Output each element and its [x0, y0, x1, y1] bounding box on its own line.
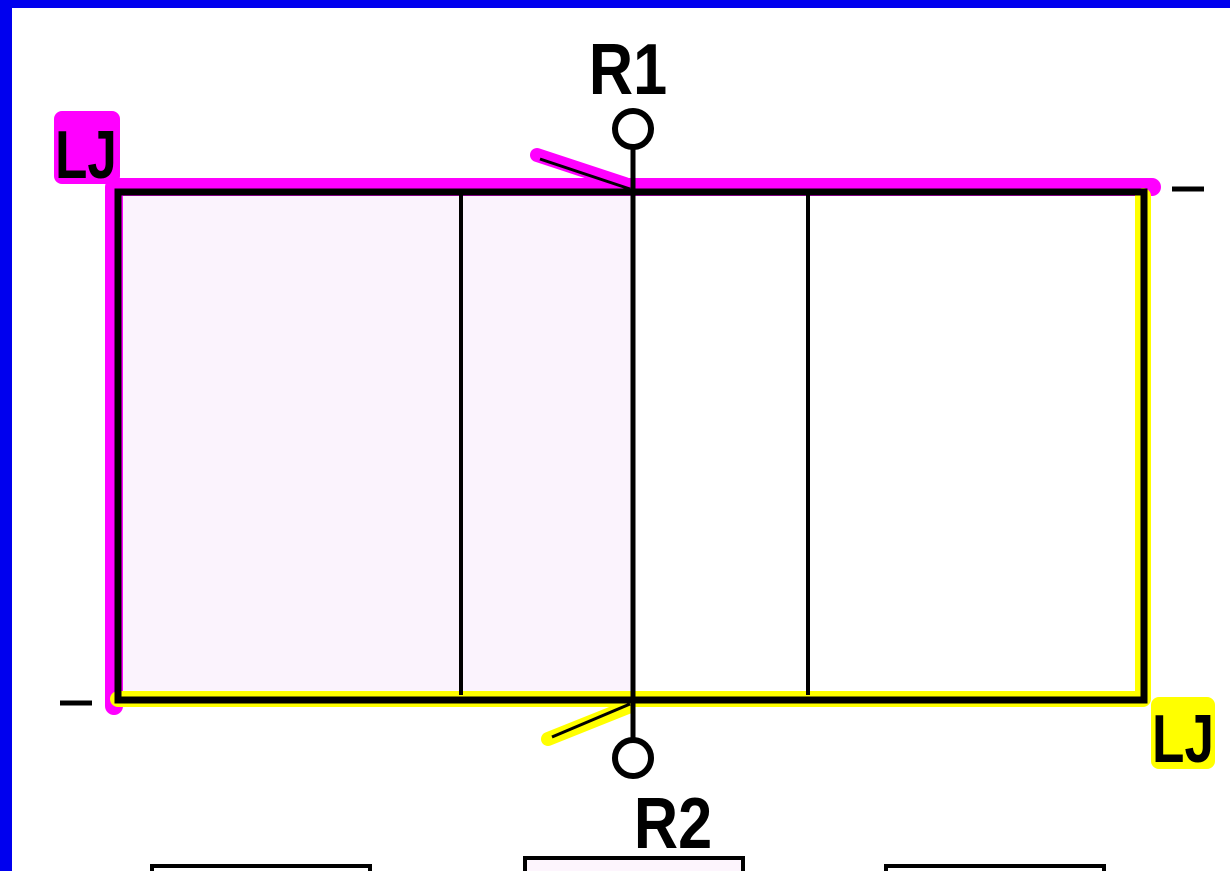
court-diagram: R1 R2 LJ LJ	[54, 30, 1215, 871]
referee-2-position-icon	[612, 737, 654, 779]
bottom-net-flap-line	[551, 702, 631, 739]
bottom-box-right	[884, 864, 1106, 871]
referee-2-label: R2	[634, 784, 712, 864]
lj-left-label-bg	[54, 111, 120, 184]
court-shaded-zone	[118, 192, 634, 700]
bottom-box-left	[150, 864, 372, 871]
bottom-box-center	[523, 856, 745, 871]
magenta-net-flap	[530, 148, 632, 191]
referee-1-label: R1	[589, 30, 667, 110]
lj-right-label-bg	[1151, 697, 1215, 769]
top-net-flap-line	[539, 157, 631, 191]
referee-1-position-icon	[612, 108, 654, 150]
line-judge-left-label: LJ	[55, 117, 117, 193]
line-judge-right-label: LJ	[1152, 701, 1214, 777]
magenta-highlight-boundary	[105, 178, 1161, 715]
slide-canvas: R1 R2 LJ LJ	[12, 8, 1230, 871]
